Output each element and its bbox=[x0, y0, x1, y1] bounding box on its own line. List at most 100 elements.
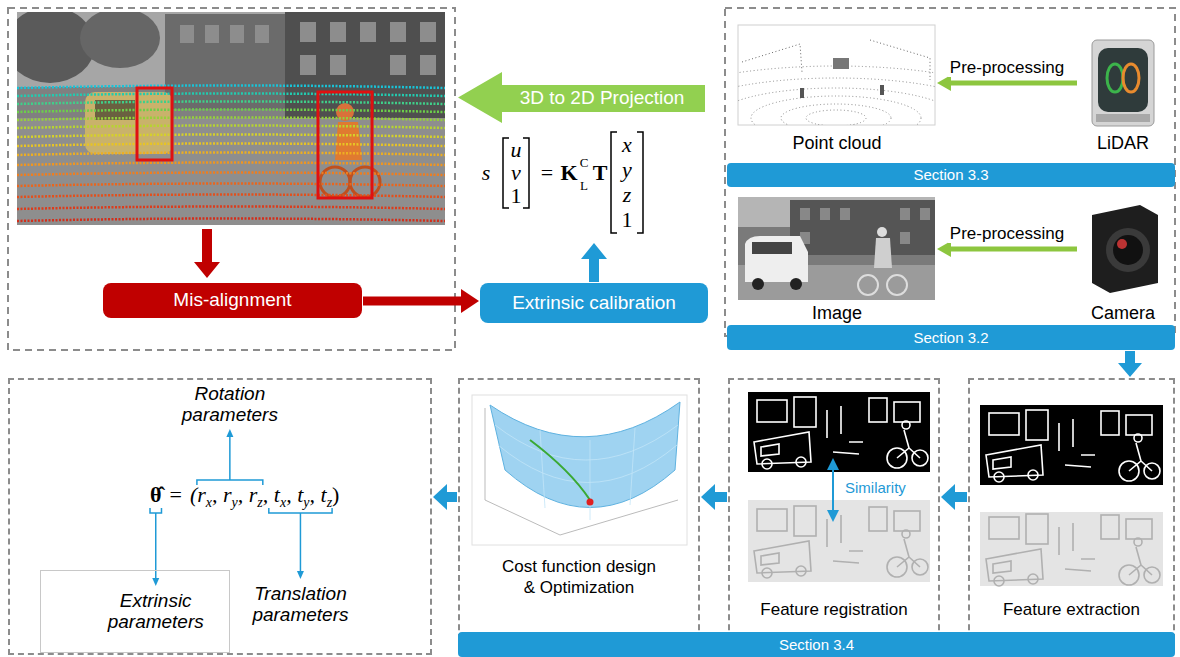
equation-term: T bbox=[593, 162, 608, 184]
lidar-projection-photo bbox=[320, 167, 350, 197]
edge-feature-image bbox=[754, 397, 928, 469]
lidar-projection-photo bbox=[255, 25, 269, 43]
lidar-projection-photo bbox=[137, 88, 372, 198]
lidar-sensor-icon bbox=[1092, 40, 1154, 126]
formula-term: , t bbox=[310, 484, 327, 506]
leader-arrow bbox=[297, 513, 304, 579]
lidar-projection-photo bbox=[180, 25, 194, 43]
camera-photo bbox=[920, 208, 930, 220]
step-panel: Feature registration bbox=[728, 378, 940, 640]
equation-term: C bbox=[580, 156, 589, 169]
arrow-head bbox=[937, 241, 951, 257]
cost-surface-plot bbox=[495, 425, 678, 520]
equation-term: = bbox=[541, 162, 553, 184]
lidar-projection-photo bbox=[17, 195, 445, 198]
lidar-projection-photo bbox=[80, 12, 160, 68]
section-band: Section 3.3 bbox=[727, 163, 1175, 187]
point-cloud-render bbox=[833, 58, 849, 69]
camera-photo bbox=[840, 208, 850, 220]
node-label: LiDAR bbox=[1078, 133, 1168, 155]
flow-arrow bbox=[941, 484, 967, 510]
arrow-head bbox=[433, 484, 447, 510]
misalignment-arrow bbox=[202, 229, 212, 263]
lidar-projection-photo bbox=[137, 88, 172, 160]
point-cloud-render bbox=[806, 110, 866, 125]
arrow-head bbox=[461, 289, 479, 313]
formula-term: x bbox=[280, 496, 286, 510]
flow-arrow bbox=[701, 484, 727, 510]
equation-term: x bbox=[622, 134, 632, 156]
misalignment-arrow bbox=[194, 262, 220, 278]
node-label: Point cloud bbox=[738, 133, 936, 155]
formula-term: x bbox=[206, 496, 212, 510]
point-cloud-render bbox=[738, 78, 935, 125]
arrow-shaft bbox=[229, 436, 231, 480]
equation-term: s bbox=[482, 162, 491, 184]
cost-surface-plot bbox=[630, 428, 635, 505]
sensor-icon: Camera bbox=[1078, 194, 1168, 324]
node-label: Extrinsic parameters bbox=[101, 591, 211, 633]
node-label: Section 3.3 bbox=[727, 163, 1175, 187]
point-cloud-render bbox=[738, 25, 935, 125]
calibration-arrow bbox=[589, 258, 599, 282]
lidar-projection-photo bbox=[17, 126, 445, 129]
lidar-projection-photo bbox=[180, 22, 436, 75]
leader-arrow bbox=[226, 429, 233, 480]
formula-term: , t bbox=[263, 484, 280, 506]
brace bbox=[150, 508, 161, 513]
flow-arrow bbox=[1118, 351, 1142, 377]
camera-photo bbox=[738, 197, 935, 300]
lidar-projection-photo bbox=[17, 173, 445, 176]
edge-feature-image bbox=[980, 512, 1163, 586]
annotation: Similarity bbox=[845, 480, 906, 495]
arrow-shaft bbox=[950, 81, 1077, 86]
edge-feature-image bbox=[980, 405, 1163, 485]
lidar-projection-photo bbox=[17, 184, 445, 187]
camera-photo bbox=[858, 275, 878, 295]
node-label: Feature registration bbox=[730, 600, 938, 620]
equation-bracket bbox=[503, 132, 643, 233]
similarity-arrow bbox=[827, 458, 839, 522]
lidar-projection-photo bbox=[17, 102, 445, 105]
formula-term: , r bbox=[212, 484, 232, 506]
camera-photo bbox=[820, 208, 830, 220]
lidar-projection-photo bbox=[17, 12, 445, 225]
edge-feature-image bbox=[986, 514, 1160, 586]
point-cloud-render bbox=[880, 85, 884, 95]
formula-term: y bbox=[232, 496, 238, 510]
lidar-projection-photo bbox=[17, 144, 445, 147]
formula-term: ) bbox=[332, 484, 339, 506]
similarity-arrow bbox=[827, 458, 839, 470]
arrow-shaft bbox=[950, 247, 1077, 252]
arrow-head bbox=[226, 429, 233, 437]
point-cloud-render bbox=[738, 66, 935, 125]
equation-term: v bbox=[511, 162, 521, 184]
sensor-icon: LiDAR bbox=[1078, 35, 1168, 156]
camera-photo bbox=[790, 200, 935, 255]
formula-term: , t bbox=[286, 484, 303, 506]
lidar-projection-photo bbox=[300, 55, 316, 75]
lidar-projection-photo bbox=[390, 55, 406, 75]
arrow-head bbox=[152, 578, 159, 586]
cost-surface-plot bbox=[590, 440, 591, 520]
equation-term: 1 bbox=[622, 209, 633, 231]
dashed-panel bbox=[8, 8, 1175, 350]
formula-term: , r bbox=[238, 484, 258, 506]
lidar-projection-photo bbox=[318, 92, 372, 198]
similarity-arrow bbox=[832, 468, 834, 512]
arrow-shape bbox=[458, 72, 705, 123]
node-label: Section 3.2 bbox=[727, 325, 1175, 350]
arrow-shaft bbox=[363, 297, 462, 306]
camera-icon bbox=[1117, 239, 1127, 249]
misalignment-arrow bbox=[194, 229, 220, 278]
section-band: Section 3.4 bbox=[458, 632, 1175, 657]
equation-bracket bbox=[503, 138, 509, 208]
lidar-projection-photo bbox=[17, 163, 445, 166]
cost-surface-plot bbox=[495, 425, 678, 460]
projection-arrow: 3D to 2D Projection bbox=[458, 72, 705, 123]
formula-term: = bbox=[169, 484, 181, 506]
node-label: Mis-alignment bbox=[103, 283, 362, 318]
step-panel: Feature extraction bbox=[968, 378, 1175, 640]
lidar-sensor-icon bbox=[1107, 64, 1123, 92]
arrow-head bbox=[297, 571, 304, 579]
